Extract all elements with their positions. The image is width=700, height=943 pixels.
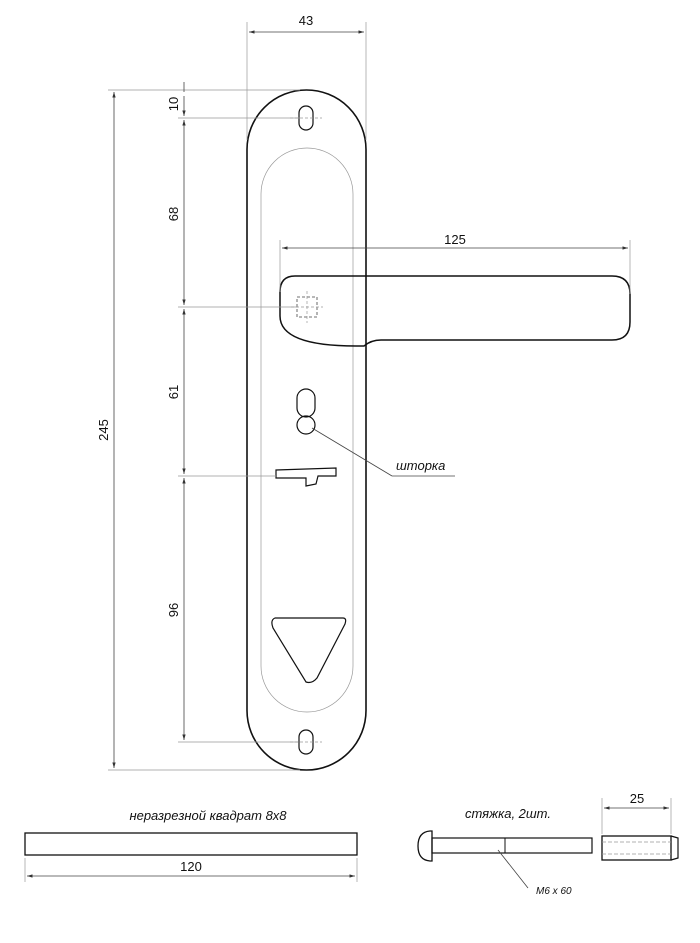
tie-bolt: стяжка, 2шт. M6 x 60: [417, 806, 593, 897]
bolt-size-label: M6 x 60: [536, 886, 572, 897]
dim-68-label: 68: [166, 207, 181, 221]
dim-width-43: 43: [246, 13, 367, 140]
dim-hole-10: 10: [166, 82, 300, 119]
dim-96-label: 96: [166, 603, 181, 617]
square-caption: неразрезной квадрат 8х8: [129, 808, 287, 823]
dim-43-label: 43: [299, 13, 313, 28]
tie-caption: стяжка, 2шт.: [465, 806, 551, 821]
triangle-cutout: [271, 617, 347, 684]
thumb-turn: [275, 467, 337, 487]
dim-61-label: 61: [166, 385, 181, 399]
dim-125-label: 125: [444, 232, 466, 247]
dim-chain: 68 61 96: [166, 120, 298, 743]
dim-height-245: 245: [96, 89, 300, 771]
shutter-callout: шторка: [311, 427, 455, 477]
dim-245-label: 245: [96, 419, 111, 441]
dim-10-label: 10: [166, 97, 181, 111]
lever-handle: [279, 275, 631, 347]
shutter-label: шторка: [396, 458, 445, 473]
dim-handle-125: 125: [279, 232, 631, 294]
backplate: [246, 89, 367, 771]
dim-25-label: 25: [630, 791, 644, 806]
keyhole: [296, 388, 316, 435]
square-spindle: неразрезной квадрат 8х8 120: [24, 808, 358, 882]
threaded-sleeve: 25: [601, 791, 679, 861]
dim-120-label: 120: [180, 859, 202, 874]
